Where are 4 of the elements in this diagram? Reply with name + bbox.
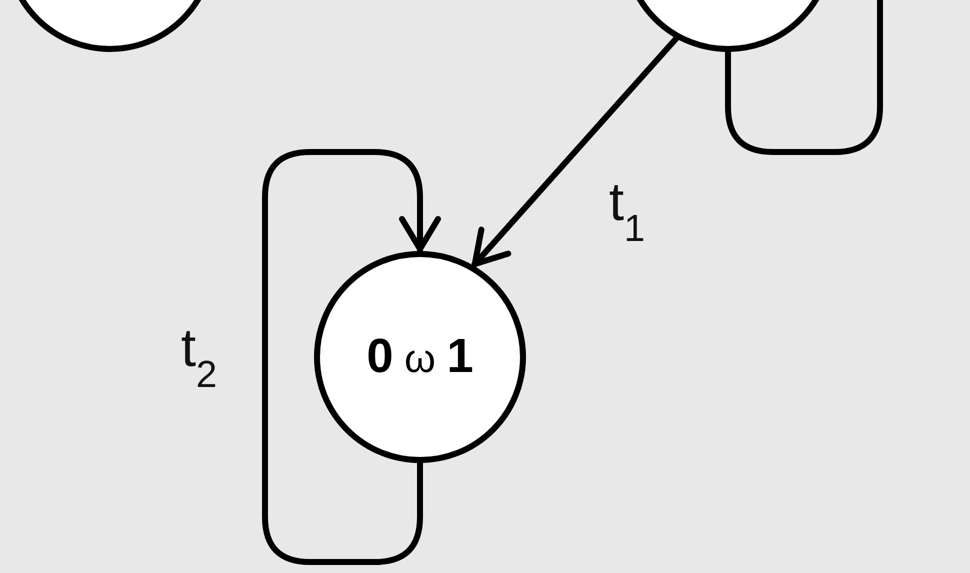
arrow	[262, 149, 441, 565]
arrow	[471, 34, 680, 268]
node-label: 0 ω 1	[366, 330, 474, 384]
connector-line	[725, 0, 883, 155]
